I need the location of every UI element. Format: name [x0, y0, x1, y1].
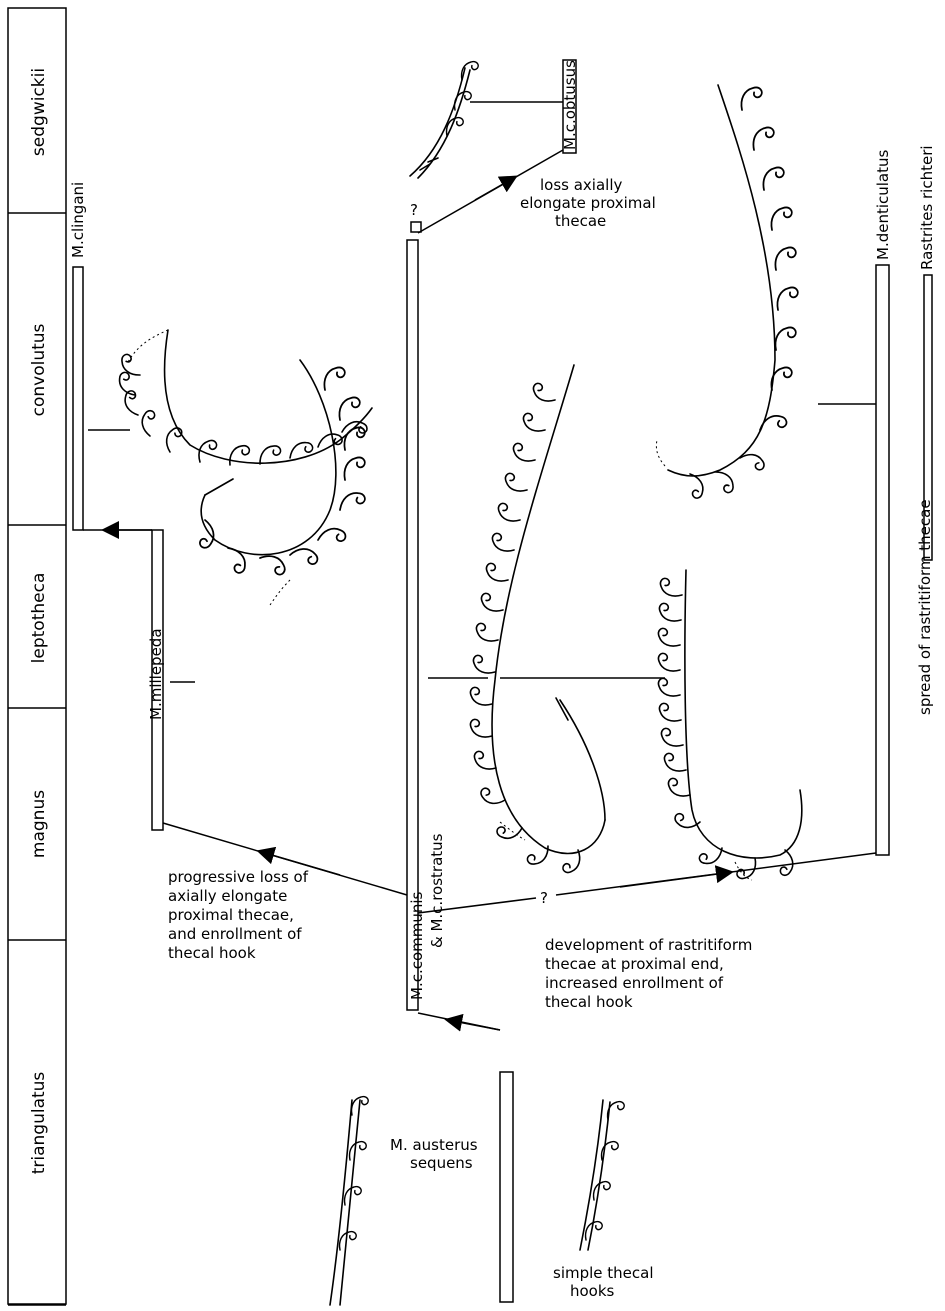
label-richteri: Rastrites richteri [918, 145, 936, 270]
arrow-to-obtusus [475, 180, 510, 200]
arrow-to-denticulatus [620, 873, 725, 887]
note-loss-axially: loss axially elongate proximal thecae [520, 176, 661, 230]
range-bar-questionable [411, 222, 421, 232]
label-millepeda: M.millepeda [147, 628, 165, 720]
label-obtusus: M.c.obtusus [561, 60, 579, 150]
zone-magnus: magnus [29, 790, 49, 858]
specimen-austerus [330, 1097, 368, 1305]
label-communis: M.c.communis [408, 891, 426, 1000]
specimen-communis [470, 365, 605, 873]
label-austerus: M. austerus sequens [390, 1136, 482, 1172]
note-spread-rastritiform: spread of rastritiform thecae [916, 499, 934, 715]
specimen-rostratus [658, 570, 802, 880]
range-bar-clingani [73, 267, 83, 530]
specimen-millepeda [190, 360, 367, 605]
zone-sedgwickii: sedgwickii [29, 68, 49, 156]
note-rastritiform-development: development of rastritiform thecae at pr… [545, 936, 757, 1011]
question-mark-obtusus: ? [410, 201, 418, 219]
note-simple-hooks: simple thecal hooks [553, 1264, 658, 1300]
label-denticulatus: M.denticulatus [874, 149, 892, 260]
specimen-simple-hooks [580, 1100, 624, 1250]
label-rostratus: & M.c.rostratus [428, 833, 446, 948]
arrow-to-communis [453, 1021, 500, 1030]
zone-convolutus: convolutus [29, 323, 49, 416]
range-bar-denticulatus [876, 265, 889, 855]
zone-triangulatus: triangulatus [29, 1072, 49, 1175]
note-progressive-loss: progressive loss of axially elongate pro… [168, 868, 313, 962]
label-clingani: M.clingani [69, 182, 87, 258]
range-bar-austerus [500, 1072, 513, 1302]
question-mark-denticulatus: ? [540, 889, 548, 907]
specimen-obtusus [410, 62, 478, 178]
zone-leptotheca: leptotheca [29, 573, 49, 664]
specimen-denticulatus [656, 85, 797, 500]
biozone-column: sedgwickii convolutus leptotheca magnus … [8, 8, 66, 1305]
